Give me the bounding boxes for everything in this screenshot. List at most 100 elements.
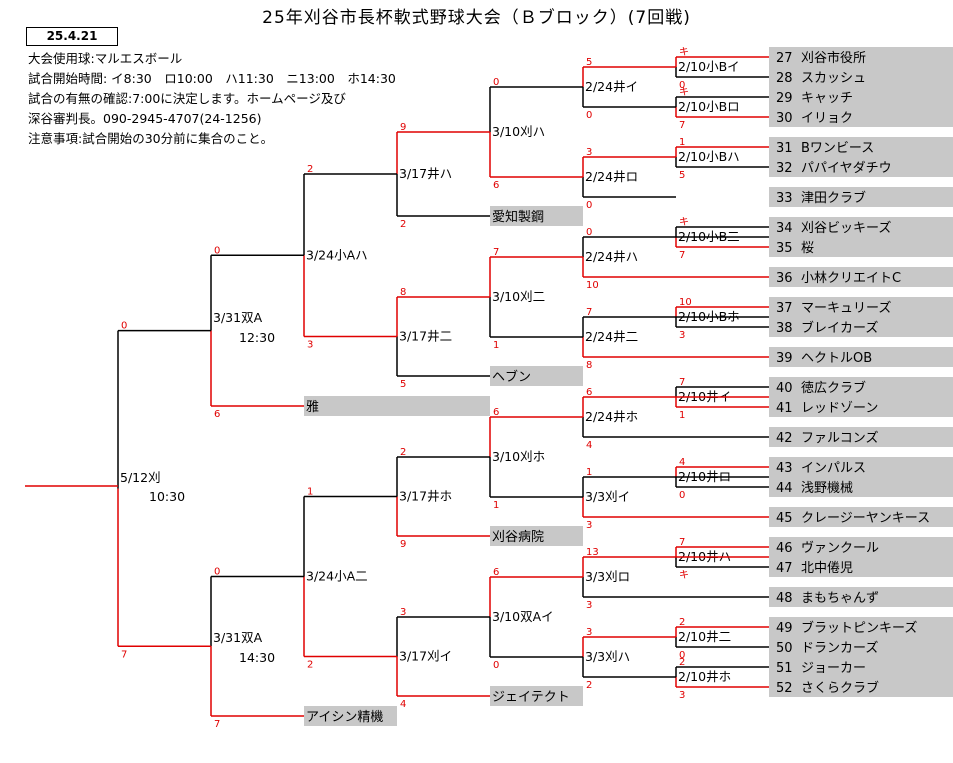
team-box <box>304 706 397 726</box>
match-time: 10:30 <box>149 489 185 504</box>
score-top: 7 <box>493 247 499 258</box>
team-name: ヘクトルOB <box>801 351 872 366</box>
team-box <box>769 187 953 207</box>
team-box <box>490 526 583 546</box>
team-number: 39 <box>776 351 793 366</box>
team-box <box>769 217 953 237</box>
score-bottom: 3 <box>586 520 592 531</box>
team-box <box>769 347 953 367</box>
team-box <box>769 47 953 67</box>
info-notes: 注意事項:試合開始の30分前に集合のこと。 <box>28 131 274 146</box>
team-box <box>769 637 953 657</box>
team-name: 徳広クラブ <box>801 380 866 396</box>
match-label: 2/24井ロ <box>585 169 638 184</box>
match-label: 2/10小Bハ <box>678 149 740 164</box>
score-top: 2 <box>400 447 406 458</box>
match-label: 2/10井二 <box>678 629 731 644</box>
score-top: 3 <box>586 147 592 158</box>
score-top: 6 <box>493 407 499 418</box>
team-name: パパイヤダチウ <box>801 161 892 176</box>
team-box <box>490 206 583 226</box>
score-top: 1 <box>307 487 313 498</box>
page-title: 25年刈谷市長杯軟式野球大会（Ｂブロック）(7回戦) <box>262 8 691 28</box>
team-box <box>769 537 953 557</box>
score-top: 0 <box>586 227 592 238</box>
team-name: 刈谷市役所 <box>801 50 866 66</box>
team-box <box>769 477 953 497</box>
team-name: Bワンビース <box>801 141 874 156</box>
team-box <box>769 427 953 447</box>
team-box <box>769 557 953 577</box>
match-label: 3/10双Aイ <box>492 609 554 624</box>
score-bottom: 4 <box>400 699 406 710</box>
team-box <box>769 617 953 637</box>
team-number: 30 <box>776 111 793 126</box>
team-name: ドランカーズ <box>801 640 878 656</box>
team-box <box>769 67 953 87</box>
score-top: 5 <box>586 57 592 68</box>
match-label: 3/10刈二 <box>492 289 545 304</box>
score-bottom: 1 <box>493 500 499 511</box>
team-name: ヘブン <box>492 369 531 385</box>
info-umpire-contact: 深谷審判長。090-2945-4707(24-1256) <box>28 111 262 126</box>
match-label: 3/3刈イ <box>585 489 630 504</box>
team-number: 47 <box>776 561 793 576</box>
team-name: 津田クラブ <box>801 190 866 206</box>
score-bottom: 8 <box>586 360 592 371</box>
score-top: 9 <box>400 122 406 133</box>
info-start-times: 試合開始時間: イ8:30 ロ10:00 ハ11:30 ニ13:00 ホ14:3… <box>28 71 396 86</box>
match-label: 3/17井ホ <box>399 489 452 504</box>
team-name: 愛知製鋼 <box>492 209 544 225</box>
team-number: 35 <box>776 241 793 256</box>
score-bottom: 3 <box>307 340 313 351</box>
team-box <box>769 317 953 337</box>
team-name: ジョーカー <box>801 661 866 676</box>
team-name: 北中倦児 <box>801 561 853 576</box>
team-number: 44 <box>776 481 793 496</box>
score-bottom: キ <box>679 570 689 581</box>
score-top: 6 <box>586 387 592 398</box>
team-name: クレージーヤンキース <box>801 511 930 526</box>
team-name: スカッシュ <box>801 71 866 86</box>
score-top: 0 <box>493 77 499 88</box>
score-top: 0 <box>121 321 127 332</box>
score-bottom: 0 <box>679 650 685 661</box>
match-label: 5/12刈 <box>120 470 161 485</box>
team-box <box>769 657 953 677</box>
team-box <box>769 587 953 607</box>
team-number: 41 <box>776 401 793 416</box>
score-top: 0 <box>214 245 220 256</box>
team-name: ブレイカーズ <box>801 320 878 336</box>
match-label: 2/24井イ <box>585 79 638 94</box>
score-top: 7 <box>586 307 592 318</box>
match-label: 3/24小Aハ <box>306 247 368 262</box>
team-number: 52 <box>776 681 793 696</box>
info-ball: 大会使用球:マルエスボール <box>28 51 183 66</box>
team-box <box>769 107 953 127</box>
team-name: アイシン精機 <box>306 710 383 725</box>
team-number: 37 <box>776 301 793 316</box>
score-bottom: 1 <box>679 410 685 421</box>
match-label: 3/17井ハ <box>399 166 452 181</box>
team-box <box>490 366 583 386</box>
match-label: 2/10小Bイ <box>678 59 740 74</box>
team-name: キャッチ <box>801 91 853 106</box>
info-confirmation: 試合の有無の確認:7:00に決定します。ホームページ及び <box>28 91 346 106</box>
score-top: 7 <box>679 377 685 388</box>
match-label: 2/10小Bロ <box>678 99 740 114</box>
team-number: 38 <box>776 321 793 336</box>
score-bottom: 0 <box>679 80 685 91</box>
score-bottom: 7 <box>214 719 220 730</box>
match-label: 3/17井二 <box>399 329 452 344</box>
team-number: 46 <box>776 541 793 556</box>
score-top: 2 <box>679 617 685 628</box>
team-number: 40 <box>776 381 793 396</box>
score-bottom: 3 <box>679 690 685 701</box>
match-time: 12:30 <box>239 330 275 345</box>
score-top: 6 <box>493 567 499 578</box>
team-number: 48 <box>776 591 793 606</box>
match-label: 3/24小A二 <box>306 569 368 584</box>
match-time: 14:30 <box>239 650 275 665</box>
team-number: 31 <box>776 141 793 156</box>
